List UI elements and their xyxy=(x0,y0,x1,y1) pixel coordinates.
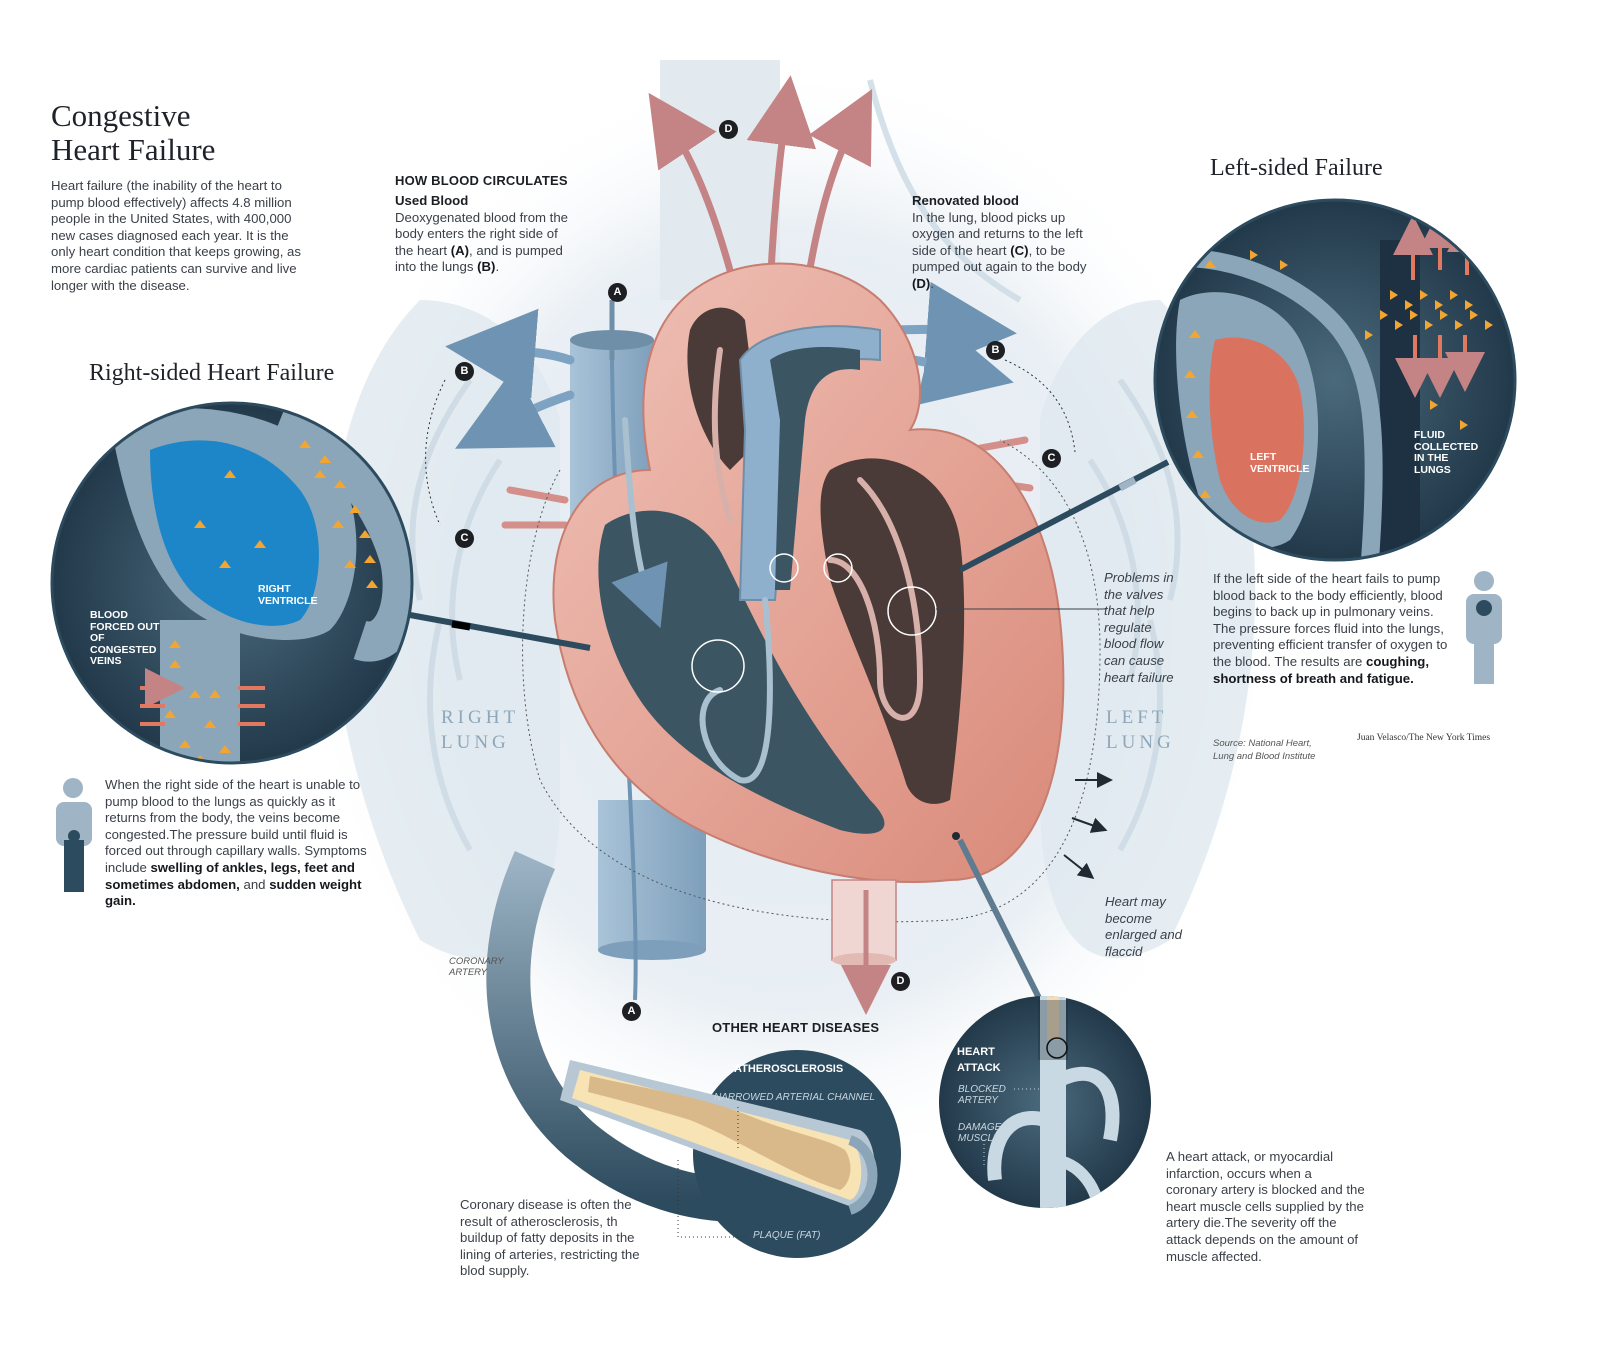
badge-d-bottom: D xyxy=(891,972,910,991)
descending-aorta xyxy=(831,879,897,1015)
valves-note: Problems in the valves that help regulat… xyxy=(1104,570,1174,685)
used-blood-title: Used Blood xyxy=(395,193,469,208)
left-failure-text: If the left side of the heart fails to p… xyxy=(1213,571,1451,687)
left-failure-symptoms: coughing, shortness of breath and fatigu… xyxy=(1213,653,1429,686)
left-failure-title: Left-sided Failure xyxy=(1210,155,1383,181)
right-lung-word2: LUNG xyxy=(441,732,510,753)
atherosclerosis-title: ATHEROSCLEROSIS xyxy=(734,1063,844,1075)
narrowed-channel-label: NARROWED ARTERIAL CHANNEL xyxy=(714,1092,875,1103)
badge-d-top: D xyxy=(719,120,738,139)
damaged-muscle-label: DAMAGED MUSCLE xyxy=(958,1122,1009,1144)
left-lung-word2: LUNG xyxy=(1106,732,1175,753)
renovated-blood-text2: , to be pumped out again to the body xyxy=(912,242,1087,275)
renovated-blood-ref-d: (D) xyxy=(912,275,931,291)
enlarged-heart-outline xyxy=(522,439,1113,923)
flow-arcs xyxy=(425,359,1076,526)
used-blood-ref-b: (B) xyxy=(477,259,496,275)
badge-a-bottom: A xyxy=(622,1002,641,1021)
right-failure-inset xyxy=(50,401,591,765)
page-title: Congestive Heart Failure xyxy=(51,99,215,167)
credit-line: Juan Velasco/The New York Times xyxy=(1357,733,1491,743)
atherosclerosis-inset xyxy=(560,1050,901,1258)
badge-c-left: C xyxy=(455,529,474,548)
renovated-blood-ref-c: (C) xyxy=(1010,242,1029,258)
left-failure-body: If the left side of the heart fails to p… xyxy=(1213,571,1448,669)
fluid-collected-label: FLUID COLLECTED IN THE LUNGS xyxy=(1414,429,1479,476)
coronary-artery xyxy=(486,850,741,1222)
right-failure-title: Right-sided Heart Failure xyxy=(89,360,335,386)
renovated-blood-title: Renovated blood xyxy=(912,193,1019,208)
right-failure-text: When the right side of the heart is unab… xyxy=(105,777,367,910)
source-note: Source: National Heart, Lung and Blood I… xyxy=(1213,738,1316,762)
badge-b-left: B xyxy=(455,362,474,381)
badge-c-right: C xyxy=(1042,449,1061,468)
right-failure-and: and xyxy=(239,876,270,892)
renovated-blood-text1: In the lung, blood picks up oxygen and r… xyxy=(912,209,1083,258)
heart-attack-inset xyxy=(939,838,1151,1208)
used-blood-text3: . xyxy=(495,259,500,275)
page-title-line2: Heart Failure xyxy=(51,132,216,167)
circulation-heading: HOW BLOOD CIRCULATES xyxy=(395,173,568,188)
plaque-label: PLAQUE (FAT) xyxy=(753,1230,821,1241)
enlarged-note: Heart may become enlarged and flaccid xyxy=(1105,894,1182,959)
right-ventricle-label: RIGHT VENTRICLE xyxy=(258,583,318,607)
blocked-artery-label: BLOCKED ARTERY xyxy=(958,1084,1006,1106)
right-lung-label: RIGHT LUNG xyxy=(441,705,519,755)
person-icon-right-failure xyxy=(56,778,92,892)
left-lung-word1: LEFT xyxy=(1106,707,1168,728)
heart xyxy=(552,262,1106,883)
used-blood-text1: Deoxygenated blood from the body enters … xyxy=(395,209,569,258)
left-lung-label: LEFT LUNG xyxy=(1106,705,1175,755)
right-failure-symptoms-1: swelling of ankles, legs, feet and somet… xyxy=(105,859,355,892)
person-icon-left-failure xyxy=(1466,571,1502,684)
used-blood-text2: , and is pumped into the lungs xyxy=(395,242,563,275)
intro-text: Heart failure (the inability of the hear… xyxy=(51,178,301,293)
left-failure-inset xyxy=(958,198,1517,573)
heart-attack-text: A heart attack, or myocardial infarction… xyxy=(1166,1149,1365,1264)
coronary-artery-label: CORONARY ARTERY xyxy=(449,956,504,978)
renovated-blood-text3: . xyxy=(930,275,934,291)
page-title-line1: Congestive xyxy=(51,98,191,133)
right-failure-symptoms-2: sudden weight gain. xyxy=(105,876,362,909)
badge-b-right: B xyxy=(986,341,1005,360)
used-blood-ref-a: (A) xyxy=(450,242,470,258)
congested-veins-label: BLOOD FORCED OUT OF CONGESTED VEINS xyxy=(90,609,160,667)
left-ventricle-label: LEFT VENTRICLE xyxy=(1250,451,1310,475)
other-diseases-heading: OTHER HEART DISEASES xyxy=(712,1020,880,1035)
badge-a-top: A xyxy=(608,283,627,302)
right-lung-word1: RIGHT xyxy=(441,707,520,728)
right-failure-body: When the right side of the heart is unab… xyxy=(105,777,367,875)
heart-attack-title: HEART ATTACK xyxy=(957,1046,1001,1074)
atherosclerosis-text: Coronary disease is often the result of … xyxy=(460,1197,640,1279)
